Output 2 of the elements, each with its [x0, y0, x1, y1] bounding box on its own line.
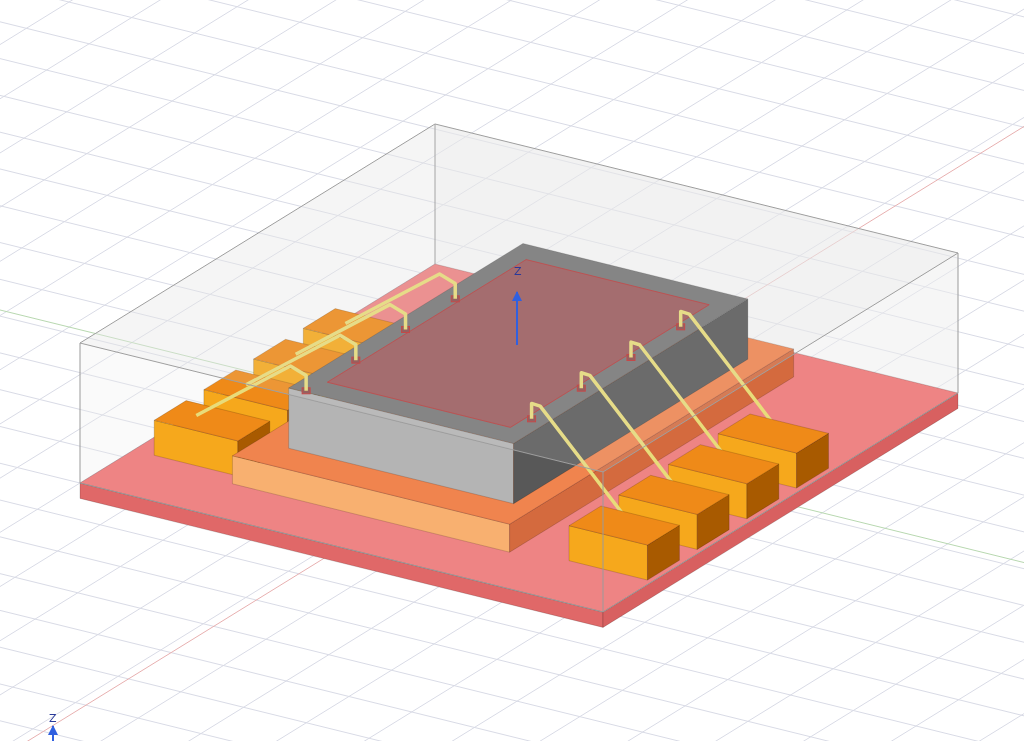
axis-label: Z: [49, 713, 57, 724]
axis-label: Z: [514, 266, 522, 277]
